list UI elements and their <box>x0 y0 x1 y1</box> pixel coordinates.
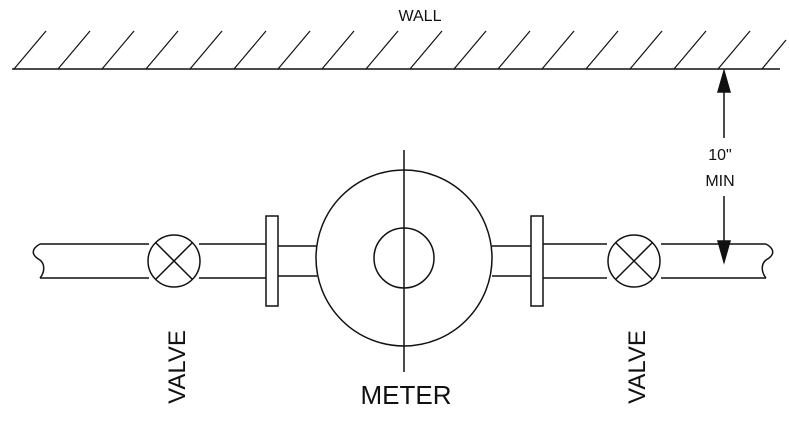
flange-right <box>530 215 544 307</box>
valve-left-label: VALVE <box>164 330 191 404</box>
pipe-break-left <box>32 243 45 279</box>
dimension-qualifier: MIN <box>705 173 734 190</box>
wall: WALL <box>12 8 787 70</box>
valve-right <box>607 234 661 288</box>
meter-label: METER <box>361 380 452 410</box>
arrowhead-down <box>717 240 731 265</box>
meter <box>315 150 493 372</box>
pipe <box>32 243 774 279</box>
flange-left <box>265 215 279 307</box>
wall-hatch <box>13 30 787 70</box>
clearance-dimension <box>717 68 731 265</box>
pipe-break-right <box>761 243 774 279</box>
wall-label: WALL <box>399 8 442 25</box>
dimension-value: 10" <box>708 147 731 164</box>
valve-right-label: VALVE <box>624 330 651 404</box>
arrowhead-up <box>717 68 731 93</box>
valve-left <box>147 234 201 288</box>
